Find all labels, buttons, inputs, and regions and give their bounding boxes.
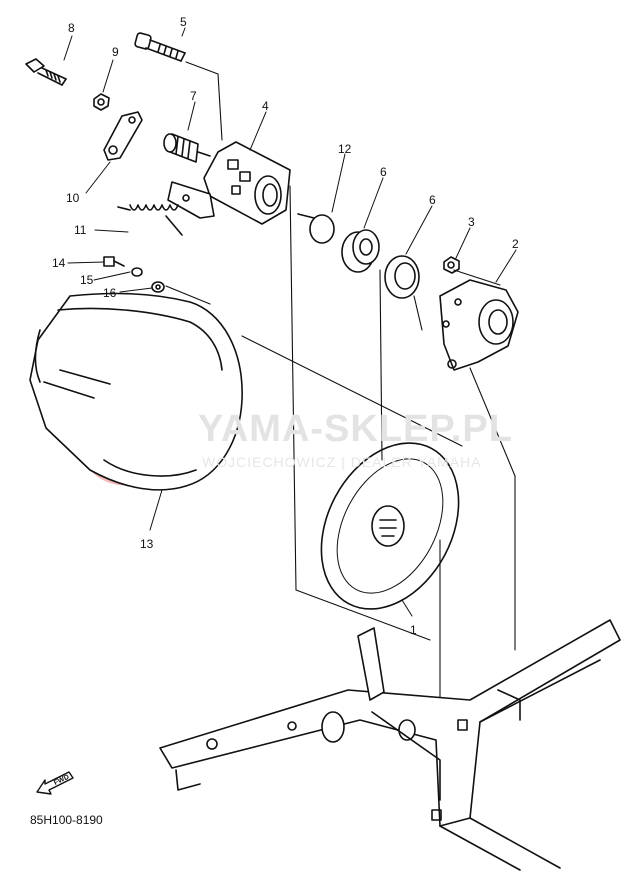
fwd-label: FWD [53, 774, 70, 787]
bolt-part-8 [25, 58, 67, 86]
diagram-code: 85H100-8190 [30, 813, 103, 827]
watermark-title: YAMA-SKLEP.PL [198, 408, 513, 450]
adjuster-part-7 [163, 133, 211, 163]
assembly-lines [165, 61, 516, 721]
label-part-8: 8 [68, 21, 75, 35]
vehicle-frame [159, 619, 621, 871]
label-part-14: 14 [52, 256, 66, 270]
label-part-2: 2 [512, 237, 519, 251]
label-part-4: 4 [262, 99, 269, 113]
seal-part-6-a [341, 229, 380, 273]
label-part-11: 11 [74, 223, 87, 237]
label-part-7: 7 [190, 89, 197, 103]
nut-part-9 [93, 93, 110, 111]
fwd-arrow-icon: FWD [36, 771, 74, 795]
disc-part-1 [320, 442, 460, 610]
seal-part-6-b [384, 255, 420, 299]
cover-part-13 [29, 292, 243, 491]
label-part-6-b: 6 [429, 193, 436, 207]
label-part-5: 5 [180, 15, 187, 29]
nut-part-3 [443, 256, 460, 274]
plug-part-12 [297, 213, 335, 244]
washer-part-15 [131, 267, 143, 277]
label-part-6-a: 6 [380, 165, 387, 179]
label-part-13: 13 [140, 537, 154, 551]
lever-part-10 [103, 111, 143, 161]
label-part-9: 9 [112, 45, 119, 59]
label-part-1: 1 [410, 623, 417, 637]
label-part-12: 12 [338, 142, 352, 156]
watermark-subtitle: WOJCIECHOWICZ | DEALER YAMAHA [202, 454, 482, 470]
spring-part-11 [117, 204, 183, 236]
bolt-part-14 [103, 256, 125, 267]
label-part-15: 15 [80, 273, 94, 287]
label-leaders [63, 27, 517, 617]
washer-part-16 [151, 281, 165, 293]
label-part-3: 3 [468, 215, 475, 229]
cover-part-2 [439, 279, 519, 371]
label-part-10: 10 [66, 191, 80, 205]
label-part-16: 16 [103, 286, 117, 300]
bolt-part-5 [134, 32, 186, 62]
housing-part-4 [167, 141, 291, 225]
